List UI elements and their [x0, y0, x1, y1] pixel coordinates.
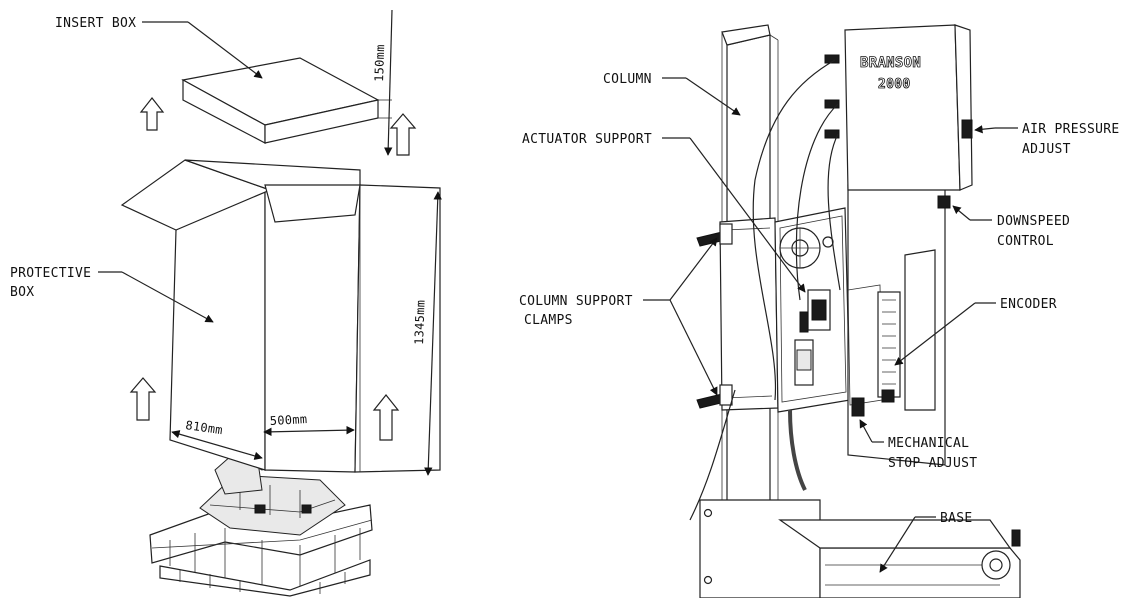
lift-arrow-icon — [139, 97, 165, 131]
stand-base — [699, 499, 1021, 599]
mechanical-stop-adjust-knob — [851, 397, 865, 417]
dimension-1345mm: 1345mm — [412, 191, 442, 476]
lift-arrow-icon — [372, 394, 400, 441]
dimension-150mm: 150mm — [372, 9, 393, 156]
dimension-500mm-label: 500mm — [269, 412, 307, 428]
callout-encoder: ENCODER — [894, 297, 1057, 366]
label-column-support-clamps-line1: COLUMN SUPPORT — [519, 294, 633, 309]
label-protective-box-line1: PROTECTIVE — [10, 266, 91, 281]
packed-machine-base — [199, 439, 346, 536]
insert-box — [181, 57, 380, 144]
dimension-1345mm-label: 1345mm — [412, 299, 428, 345]
callout-air-pressure-adjust: AIR PRESSURE ADJUST — [974, 122, 1120, 157]
label-mechanical-stop-adjust-line1: MECHANICAL — [888, 436, 969, 451]
label-encoder: ENCODER — [1000, 297, 1057, 312]
air-pressure-knob — [961, 119, 973, 139]
callout-insert-box: INSERT BOX — [55, 16, 263, 79]
label-base: BASE — [940, 511, 973, 526]
callout-column: COLUMN — [603, 72, 741, 116]
actuator-support-plate — [719, 217, 779, 411]
label-actuator-support: ACTUATOR SUPPORT — [522, 132, 652, 147]
column-support-clamp — [696, 384, 733, 409]
label-mechanical-stop-adjust-line2: STOP ADJUST — [888, 456, 977, 471]
callout-column-support-clamps: COLUMN SUPPORT CLAMPS — [519, 237, 718, 396]
packaging-figure: 150mm 1345mm 810mm 500mm INSERT BOX PROT… — [10, 9, 442, 597]
actuator-body — [774, 207, 851, 413]
callout-base: BASE — [879, 511, 973, 573]
protective-box — [120, 159, 441, 473]
dimension-810mm-label: 810mm — [185, 418, 224, 437]
dimension-500mm: 500mm — [263, 412, 355, 437]
label-insert-box: INSERT BOX — [55, 16, 136, 31]
label-column: COLUMN — [603, 72, 652, 87]
encoder-unit — [877, 291, 901, 398]
callout-downspeed-control: DOWNSPEED CONTROL — [952, 205, 1070, 249]
label-downspeed-control-line2: CONTROL — [997, 234, 1054, 249]
callout-actuator-support: ACTUATOR SUPPORT — [522, 132, 806, 293]
cylinder-housing — [847, 184, 951, 466]
callout-mechanical-stop-adjust: MECHANICAL STOP ADJUST — [859, 419, 977, 471]
control-box: BRANSON 2000 — [824, 24, 973, 191]
actuator-stand-figure: BRANSON 2000 COLUMN ACTUATOR SUPPORT — [519, 24, 1120, 599]
column-support-clamp — [696, 223, 733, 247]
downspeed-control-knob — [937, 195, 951, 209]
brand-name: BRANSON — [860, 55, 921, 71]
lift-arrow-icon — [129, 377, 157, 421]
label-column-support-clamps-line2: CLAMPS — [524, 313, 573, 328]
dimension-150mm-label: 150mm — [372, 44, 387, 82]
label-downspeed-control-line1: DOWNSPEED — [997, 214, 1070, 229]
callout-protective-box: PROTECTIVE BOX — [10, 266, 214, 323]
air-hoses — [689, 59, 841, 521]
brand-model: 2000 — [878, 77, 911, 92]
dimension-810mm: 810mm — [171, 418, 263, 460]
label-air-pressure-adjust-line2: ADJUST — [1022, 142, 1071, 157]
label-air-pressure-adjust-line1: AIR PRESSURE — [1022, 122, 1120, 137]
label-protective-box-line2: BOX — [10, 285, 34, 300]
lift-arrow-icon — [389, 113, 417, 156]
